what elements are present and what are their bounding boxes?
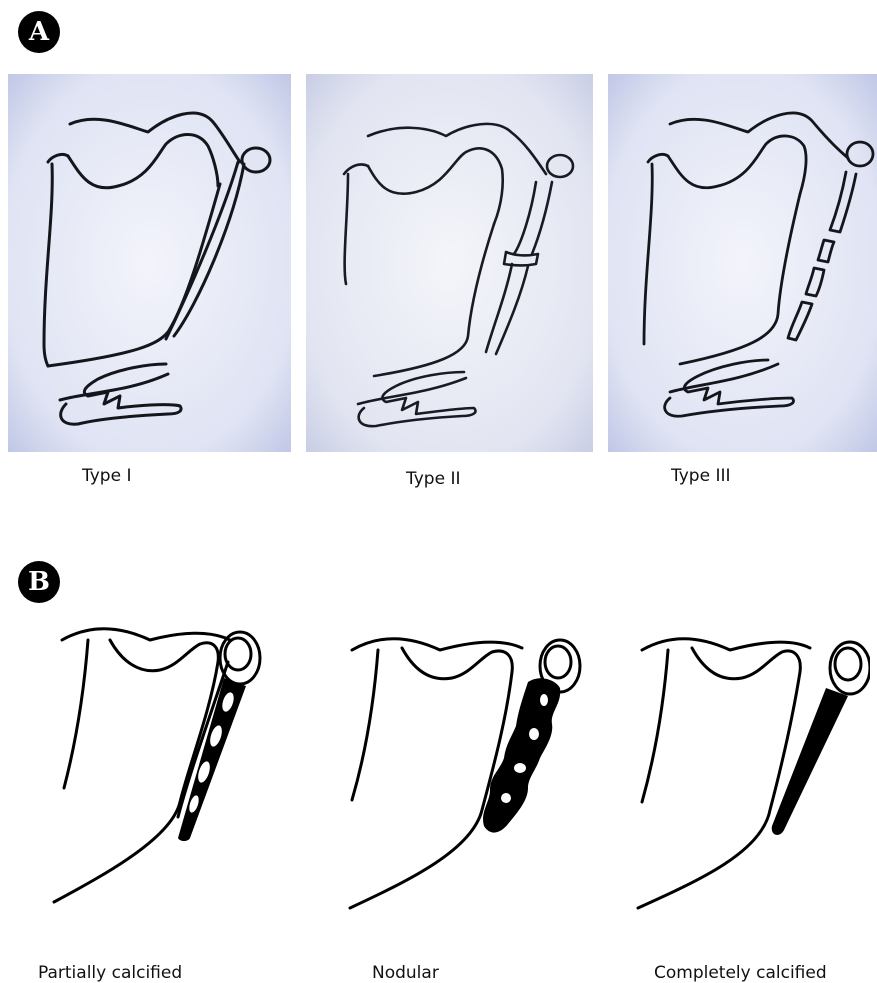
section-a-badge: A <box>18 11 60 53</box>
completely-calcified-schematic <box>620 612 870 916</box>
type-1-caption: Type I <box>82 466 131 486</box>
nodular-caption: Nodular <box>372 963 439 983</box>
completely-calcified-caption: Completely calcified <box>654 963 827 983</box>
type-3-caption: Type III <box>671 466 731 486</box>
type-3-sketch <box>608 74 877 452</box>
type-2-sketch <box>306 74 593 452</box>
nodular-schematic <box>330 612 590 916</box>
type-1-sketch <box>8 74 291 452</box>
partially-calcified-schematic <box>40 612 280 916</box>
type-2-caption: Type II <box>406 469 460 489</box>
partially-calcified-caption: Partially calcified <box>38 963 182 983</box>
section-b-badge: B <box>18 561 60 603</box>
